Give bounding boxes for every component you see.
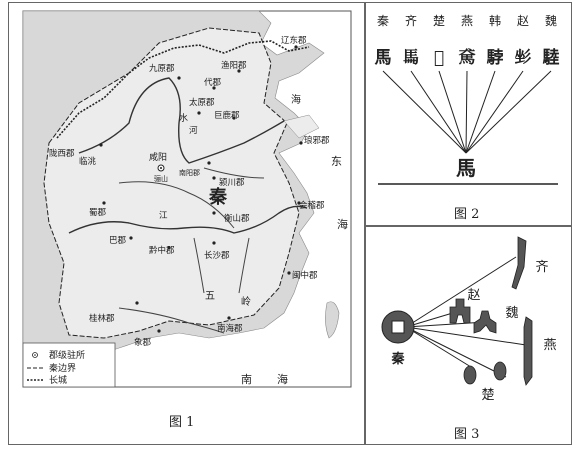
label-wu: 五 xyxy=(205,291,215,302)
river-huai xyxy=(203,167,265,179)
qin-border-line xyxy=(43,27,300,339)
yangtze-river xyxy=(68,205,308,234)
glyph-han: 𩣡 xyxy=(487,48,504,68)
glyph-wei: 𩣱 xyxy=(543,47,560,68)
label-yingchuan: 颍川郡 xyxy=(219,177,245,188)
label-liaodong: 辽东郡 xyxy=(281,35,307,46)
commandery-markers xyxy=(99,45,303,333)
unified-glyph: 馬 xyxy=(456,156,476,180)
qin-territory xyxy=(44,28,299,338)
great-wall-line xyxy=(56,40,310,139)
coin-lines xyxy=(405,256,527,378)
label-sea-nan: 南 xyxy=(241,373,252,386)
glyph-chu: 𩧩 xyxy=(434,48,444,68)
label-qianzhong: 黔中郡 xyxy=(149,245,175,256)
label-jiuyuan: 九原郡 xyxy=(149,63,175,74)
label-shu: 蜀郡 xyxy=(89,207,107,218)
figure-3-caption: 图 3 xyxy=(454,427,480,442)
label-hengshan: 衡山郡 xyxy=(224,213,250,224)
state-label-yan: 燕 xyxy=(461,14,473,28)
label-shui: 水 xyxy=(179,112,188,124)
convergence-lines xyxy=(382,70,552,154)
figure-1-caption: 图 1 xyxy=(169,415,195,430)
label-sea-donghai: 海 xyxy=(337,217,348,231)
label-qin-coin: 秦 xyxy=(390,351,405,367)
figure-2-script-panel: 秦 齐 楚 燕 韩 赵 魏 馬 𩡧 𩧩 𩡷 𩣡 𢒐 𩣱 馬 xyxy=(365,2,572,226)
zhao-spade-coin xyxy=(449,298,471,324)
label-sea-nanhai: 海 xyxy=(277,372,288,386)
state-label-qi: 齐 xyxy=(405,13,417,28)
yellow-river xyxy=(78,77,285,164)
shandong-peninsula xyxy=(283,114,320,139)
label-langye: 琅邪郡 xyxy=(304,135,330,146)
chu-ant-nose-coin-1 xyxy=(463,365,477,385)
label-julu: 巨鹿郡 xyxy=(214,110,240,121)
label-minzhong: 闽中郡 xyxy=(292,270,318,281)
label-lintao: 临洮 xyxy=(79,156,97,167)
label-yan-coin: 燕 xyxy=(543,338,556,353)
label-jiang: 江 xyxy=(159,211,168,221)
label-kuaiji: 会稽郡 xyxy=(299,200,325,211)
legend-commandery-label: 郡级驻所 xyxy=(49,349,85,361)
river-gan xyxy=(238,237,250,294)
qin-banliang-coin xyxy=(381,310,415,344)
label-chu-coin: 楚 xyxy=(481,388,494,403)
state-label-chu: 楚 xyxy=(433,14,445,28)
capital-marker-dot xyxy=(160,167,162,169)
state-label-wei: 魏 xyxy=(545,13,557,28)
figure-2-caption: 图 2 xyxy=(454,207,480,222)
label-dai: 代郡 xyxy=(204,77,222,88)
river-han xyxy=(118,181,235,229)
label-wei-coin: 魏 xyxy=(505,306,518,321)
coinage-unification-diagram: 秦 齐 赵 魏 燕 楚 xyxy=(381,236,557,403)
state-label-qin: 秦 xyxy=(377,14,389,28)
qin-map: 辽东郡 九原郡 渔阳郡 代郡 太原郡 巨鹿郡 河 琅邪郡 陇西郡 临洮 咸阳 骊… xyxy=(22,10,352,388)
label-sea-dong: 东 xyxy=(331,155,342,168)
figure-3-coin-panel: 秦 齐 赵 魏 燕 楚 图 3 xyxy=(365,226,572,445)
label-lishan: 骊山 xyxy=(154,174,168,183)
glyph-yan: 𩡷 xyxy=(459,48,477,68)
state-label-zhao: 赵 xyxy=(517,14,529,28)
label-qin-big: 秦 xyxy=(208,186,228,208)
label-nanyang: 南阳郡 xyxy=(179,168,200,177)
taiwan-island xyxy=(325,301,340,339)
river-xiang xyxy=(193,237,205,294)
legend-border-label: 秦边界 xyxy=(49,362,76,374)
label-qi-coin: 齐 xyxy=(535,259,548,275)
wei-spade-coin xyxy=(473,310,497,334)
label-xianyang: 咸阳 xyxy=(149,151,167,163)
state-label-han: 韩 xyxy=(489,13,501,28)
figure-1-map-panel: 辽东郡 九原郡 渔阳郡 代郡 太原郡 巨鹿郡 河 琅邪郡 陇西郡 临洮 咸阳 骊… xyxy=(8,2,365,445)
map-legend: 郡级驻所 秦边界 长城 xyxy=(22,342,116,388)
chu-ant-nose-coin-2 xyxy=(493,361,507,381)
glyph-qi: 𩡧 xyxy=(403,48,420,68)
label-longxi: 陇西郡 xyxy=(49,148,75,159)
label-xiang: 象郡 xyxy=(134,337,152,348)
label-yuyang: 渔阳郡 xyxy=(221,60,247,71)
script-unification-diagram: 秦 齐 楚 燕 韩 赵 魏 馬 𩡧 𩧩 𩡷 𩣡 𢒐 𩣱 馬 xyxy=(375,13,560,185)
label-taiyuan: 太原郡 xyxy=(189,97,215,108)
legend-wall-label: 长城 xyxy=(49,374,67,386)
label-he: 河 xyxy=(189,125,198,136)
glyph-qin: 馬 xyxy=(375,48,392,68)
label-changsha: 长沙郡 xyxy=(204,250,230,261)
river-xi xyxy=(118,307,225,334)
yan-knife-coin xyxy=(523,316,533,386)
label-guilin: 桂林郡 xyxy=(89,313,115,324)
glyph-zhao: 𢒐 xyxy=(515,48,532,68)
qi-knife-coin xyxy=(511,236,527,290)
label-nanhai: 南海郡 xyxy=(217,323,243,334)
label-ling: 岭 xyxy=(241,295,251,308)
label-sea-bohai: 海 xyxy=(291,93,301,106)
label-ba: 巴郡 xyxy=(109,235,127,246)
label-zhao-coin: 赵 xyxy=(467,288,480,303)
